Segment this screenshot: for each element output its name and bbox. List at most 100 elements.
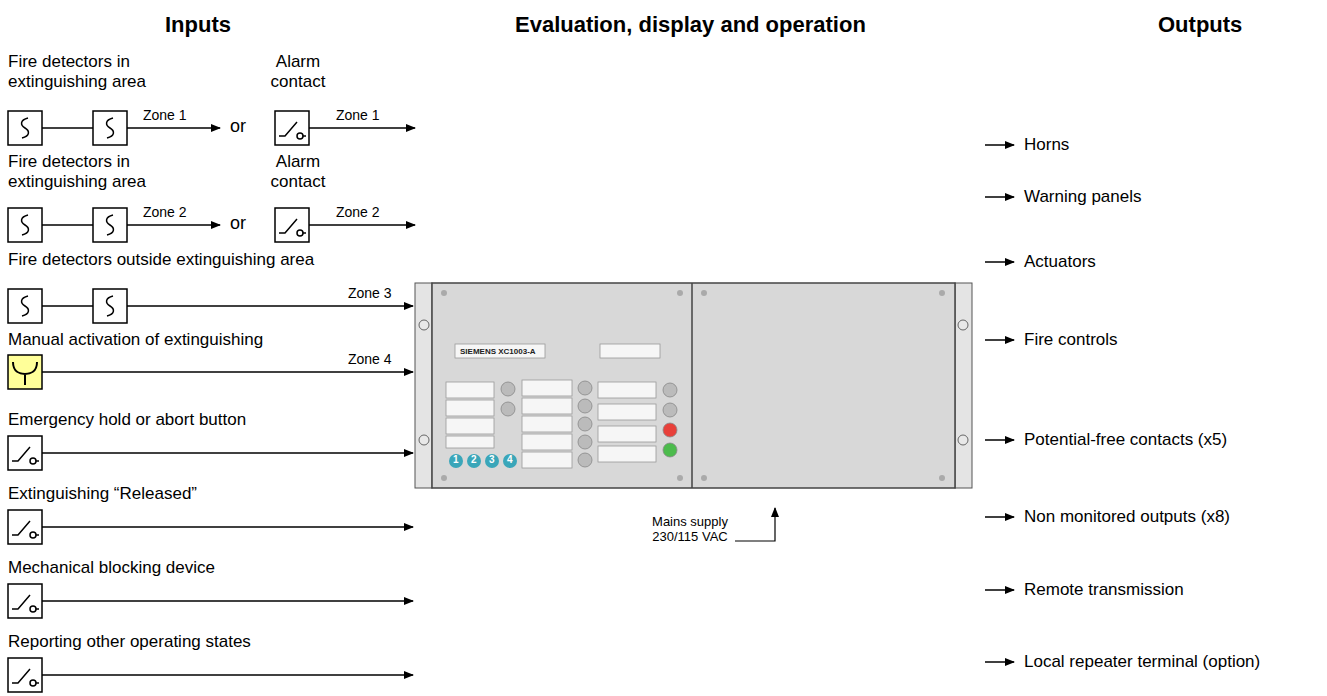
- svg-g: [441, 290, 945, 481]
- svg-line: [42, 305, 93, 307]
- svg-circle: [939, 475, 945, 481]
- svg-use: [275, 111, 309, 145]
- svg-line: [985, 589, 1014, 591]
- svg-line: [42, 600, 413, 602]
- column-heading: Outputs: [1158, 12, 1242, 37]
- svg-use: [93, 111, 127, 145]
- led-number: 2: [471, 454, 477, 466]
- input-label: Mechanical blocking device: [8, 558, 215, 578]
- svg-line: [309, 224, 415, 226]
- svg-circle: [663, 423, 677, 437]
- led-number: 1: [453, 454, 459, 466]
- output-label: Non monitored outputs (x8): [1024, 507, 1230, 527]
- svg-circle: [501, 382, 515, 396]
- zone-label: Zone 4: [348, 351, 392, 367]
- output-label: Potential-free contacts (x5): [1024, 430, 1227, 450]
- input-label: Fire detectors outside extinguishing are…: [8, 250, 314, 270]
- output-label: Local repeater terminal (option): [1024, 652, 1260, 672]
- svg-g: [419, 320, 968, 445]
- svg-g: [501, 381, 677, 467]
- svg-use: [8, 510, 42, 544]
- svg-circle: [939, 290, 945, 296]
- svg-use: [8, 111, 42, 145]
- input-label: Alarm contact: [253, 52, 343, 92]
- svg-circle: [419, 435, 429, 445]
- svg-circle: [663, 443, 677, 457]
- svg-rect: [522, 416, 572, 432]
- led-number: 4: [507, 454, 513, 466]
- svg-line: [691, 283, 693, 488]
- svg-use: [275, 208, 309, 242]
- svg-line: [985, 339, 1014, 341]
- svg-rect: [522, 434, 572, 450]
- svg-line: [42, 127, 93, 129]
- svg-line: [42, 224, 93, 226]
- input-label: Reporting other operating states: [8, 632, 251, 652]
- zone-label: Zone 2: [143, 204, 187, 220]
- svg-line: [985, 661, 1014, 663]
- column-heading: Inputs: [165, 12, 231, 37]
- svg-rect: [432, 283, 955, 488]
- output-label: Fire controls: [1024, 330, 1118, 350]
- output-label: Warning panels: [1024, 187, 1142, 207]
- svg-rect: [522, 380, 572, 396]
- svg-g: [449, 454, 517, 468]
- input-label: Emergency hold or abort button: [8, 410, 246, 430]
- zone-label: Zone 1: [143, 107, 187, 123]
- output-label: Remote transmission: [1024, 580, 1184, 600]
- svg-path: [735, 508, 775, 541]
- supply-label: Mains supply 230/115 VAC: [645, 514, 735, 544]
- svg-circle: [503, 454, 517, 468]
- svg-use: [93, 289, 127, 323]
- svg-circle: [677, 290, 683, 296]
- svg-rect: [598, 446, 656, 462]
- input-label: Alarm contact: [253, 152, 343, 192]
- svg-rect: [455, 344, 545, 358]
- svg-circle: [501, 402, 515, 416]
- svg-rect: [415, 283, 432, 488]
- svg-line: [42, 674, 413, 676]
- svg-line: [127, 127, 220, 129]
- svg-line: [42, 371, 413, 373]
- zone-label: Zone 3: [348, 285, 392, 301]
- svg-circle: [701, 475, 707, 481]
- svg-rect: [446, 382, 494, 398]
- svg-line: [42, 526, 413, 528]
- svg-rect: [446, 418, 494, 434]
- svg-circle: [441, 475, 447, 481]
- svg-rect: [446, 436, 494, 448]
- input-label: Fire detectors in extinguishing area: [8, 52, 173, 92]
- svg-path: [13, 362, 37, 385]
- svg-circle: [578, 381, 592, 395]
- svg-circle: [419, 320, 429, 330]
- panel-brand: SIEMENS XC1003-A: [460, 347, 536, 356]
- svg-use: [8, 584, 42, 618]
- svg-line: [127, 224, 220, 226]
- svg-use: [8, 658, 42, 692]
- svg-rect: [598, 426, 656, 442]
- svg-use: [8, 289, 42, 323]
- svg-circle: [663, 403, 677, 417]
- control-panel: SIEMENS XC1003-A: [415, 283, 972, 488]
- svg-g: [446, 344, 660, 468]
- column-heading: Evaluation, display and operation: [515, 12, 866, 37]
- svg-rect: [8, 355, 42, 389]
- svg-circle: [578, 417, 592, 431]
- svg-rect: [600, 344, 660, 358]
- svg-circle: [467, 454, 481, 468]
- svg-circle: [677, 475, 683, 481]
- svg-circle: [485, 454, 499, 468]
- svg-circle: [663, 383, 677, 397]
- svg-use: [8, 208, 42, 242]
- svg-line: [985, 196, 1014, 198]
- led-number: 3: [489, 454, 495, 466]
- zone-label: Zone 2: [336, 204, 380, 220]
- svg-use: [93, 208, 127, 242]
- zone-label: Zone 1: [336, 107, 380, 123]
- input-label: Extinguishing “Released”: [8, 484, 197, 504]
- or-label: or: [230, 116, 246, 137]
- svg-line: [985, 516, 1014, 518]
- or-label: or: [230, 213, 246, 234]
- svg-line: [985, 144, 1014, 146]
- svg-line: [127, 305, 413, 307]
